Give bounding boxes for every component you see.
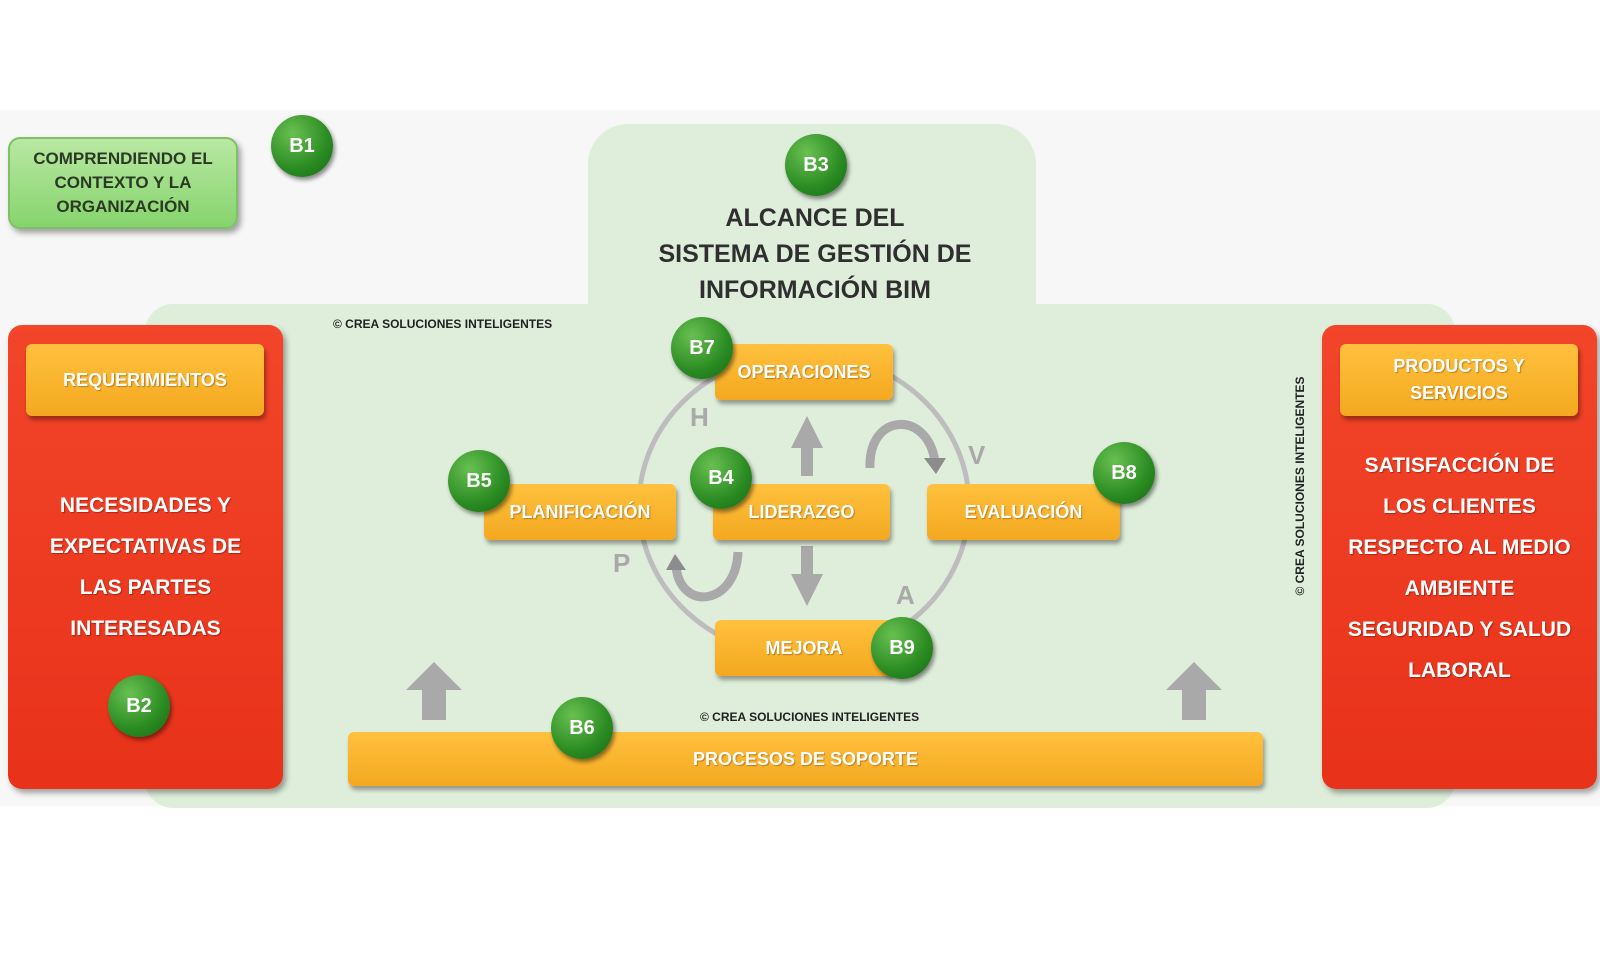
curved-arrow-top-head-icon [924,458,946,474]
scope-title-line-3: INFORMACIÓN BIM [699,276,931,304]
products-services-header[interactable]: PRODUCTOS Y SERVICIOS [1340,344,1578,416]
stakeholder-line-2: EXPECTATIVAS DE [49,535,242,558]
copyright-top: © CREA SOLUCIONES INTELIGENTES [333,317,553,331]
requirements-header[interactable]: REQUERIMIENTOS [26,344,264,416]
products-header-line-1: PRODUCTOS Y [1393,356,1525,376]
scope-title-line-2: SISTEMA DE GESTIÓN DE [658,240,972,268]
arrow-up-icon [791,416,823,476]
support-arrow-left-icon [406,662,462,720]
stakeholder-line-1: NECESIDADES Y [59,494,232,517]
pdca-letter-h: H [690,402,709,432]
pdca-letter-v: V [968,440,986,470]
arrow-down-icon [791,546,823,606]
operaciones-box[interactable]: OPERACIONES [715,344,893,400]
support-arrow-right-icon [1166,662,1222,720]
support-processes-bar[interactable]: PROCESOS DE SOPORTE [348,732,1263,786]
copyright-bottom: © CREA SOLUCIONES INTELIGENTES [700,710,920,724]
badge-b8[interactable]: B8 [1093,442,1155,504]
stakeholder-needs-text: NECESIDADES Y EXPECTATIVAS DE LAS PARTES… [18,485,273,649]
satisfaction-line-6: LABORAL [1408,659,1511,682]
badge-b5[interactable]: B5 [448,450,510,512]
badge-b7[interactable]: B7 [671,317,733,379]
pdca-letter-p: P [613,548,631,578]
badge-b2[interactable]: B2 [108,675,170,737]
planificacion-box[interactable]: PLANIFICACIÓN [484,484,676,540]
satisfaction-line-5: SEGURIDAD Y SALUD [1347,618,1572,641]
curved-arrow-bottom-icon [671,551,743,602]
evaluacion-box[interactable]: EVALUACIÓN [927,484,1120,540]
stakeholder-line-3: LAS PARTES [79,576,212,599]
badge-b3[interactable]: B3 [785,134,847,196]
badge-b4[interactable]: B4 [690,447,752,509]
satisfaction-line-4: AMBIENTE [1404,577,1515,600]
mejora-box[interactable]: MEJORA [715,620,893,676]
curved-arrow-bottom-head-icon [666,554,686,570]
context-box[interactable]: COMPRENDIENDO EL CONTEXTO Y LA ORGANIZAC… [8,137,238,229]
badge-b9[interactable]: B9 [871,617,933,679]
satisfaction-line-2: LOS CLIENTES [1383,495,1536,518]
satisfaction-text: SATISFACCIÓN DE LOS CLIENTES RESPECTO AL… [1332,445,1587,691]
satisfaction-line-1: SATISFACCIÓN DE [1364,454,1555,477]
scope-title-line-1: ALCANCE DEL [725,204,905,232]
curved-arrow-top-icon [865,420,940,469]
badge-b6[interactable]: B6 [551,697,613,759]
badge-b1[interactable]: B1 [271,115,333,177]
satisfaction-line-3: RESPECTO AL MEDIO [1348,536,1571,559]
scope-title: ALCANCE DEL SISTEMA DE GESTIÓN DE INFORM… [600,200,1030,308]
stakeholder-line-4: INTERESADAS [70,617,221,640]
products-header-line-2: SERVICIOS [1410,383,1508,403]
pdca-letter-a: A [896,580,915,610]
